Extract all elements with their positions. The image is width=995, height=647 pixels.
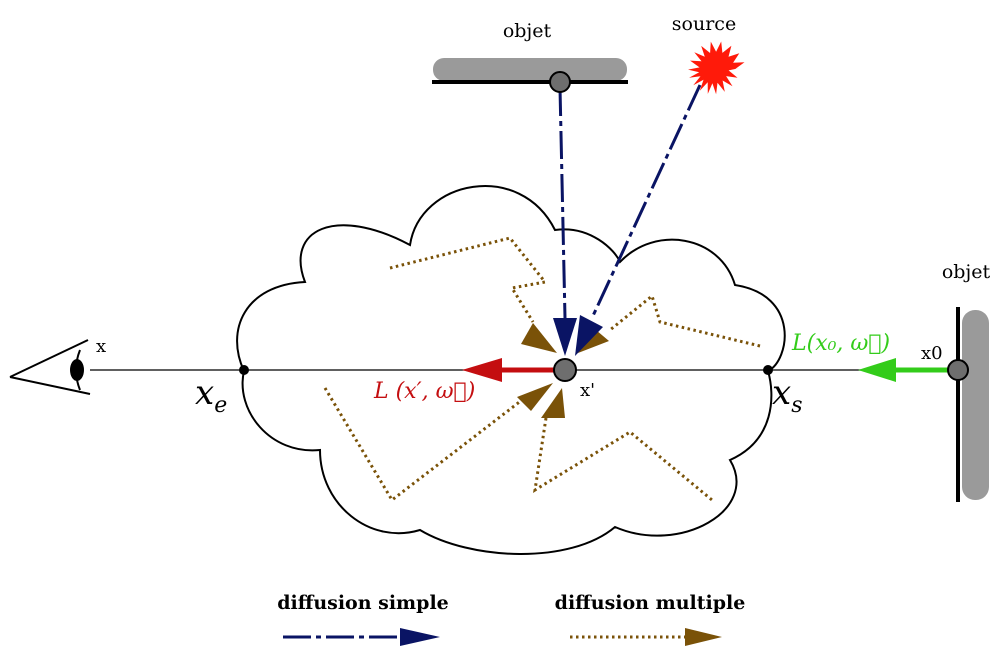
label-x-prime: x' — [580, 380, 595, 401]
label-objet-top: objet — [503, 20, 552, 42]
eye-icon — [9, 339, 91, 395]
node-x-prime — [553, 358, 577, 382]
label-x0: x0 — [921, 343, 943, 364]
single-scattering-paths — [558, 84, 702, 319]
legend-simple-swatch — [283, 628, 440, 646]
point-xe — [239, 365, 249, 375]
legend-simple-label: diffusion simple — [277, 592, 449, 614]
radiance-out-arrow — [462, 358, 565, 382]
label-xs: xs — [772, 373, 802, 418]
point-xs — [763, 365, 773, 375]
node-object-top — [549, 71, 571, 93]
label-objet-right: objet — [942, 261, 991, 283]
path-bottom-left — [323, 387, 523, 503]
object-right — [956, 307, 989, 502]
path-top-left — [389, 236, 548, 323]
label-radiance-in: L(x₀, ω⃗) — [791, 331, 890, 356]
single-scattering-arrowheads — [553, 315, 603, 356]
legend-multiple-label: diffusion multiple — [555, 592, 746, 614]
radiance-in-arrow — [858, 358, 958, 382]
label-radiance-out: L (x′, ω⃗) — [373, 379, 475, 404]
label-x: x — [96, 336, 106, 357]
path-from-source — [590, 84, 702, 319]
legend-multiple-swatch — [570, 628, 722, 646]
object-top — [432, 58, 628, 84]
path-top-right — [609, 293, 761, 348]
label-xe: xe — [195, 373, 227, 418]
path-from-object — [558, 87, 567, 319]
path-bottom-center — [533, 417, 713, 502]
cloud — [236, 185, 786, 555]
multiple-scattering-arrowheads — [517, 323, 609, 418]
multiple-scattering-paths — [323, 236, 761, 503]
label-source: source — [672, 13, 736, 35]
node-x0 — [947, 359, 969, 381]
light-source-icon — [688, 41, 745, 95]
